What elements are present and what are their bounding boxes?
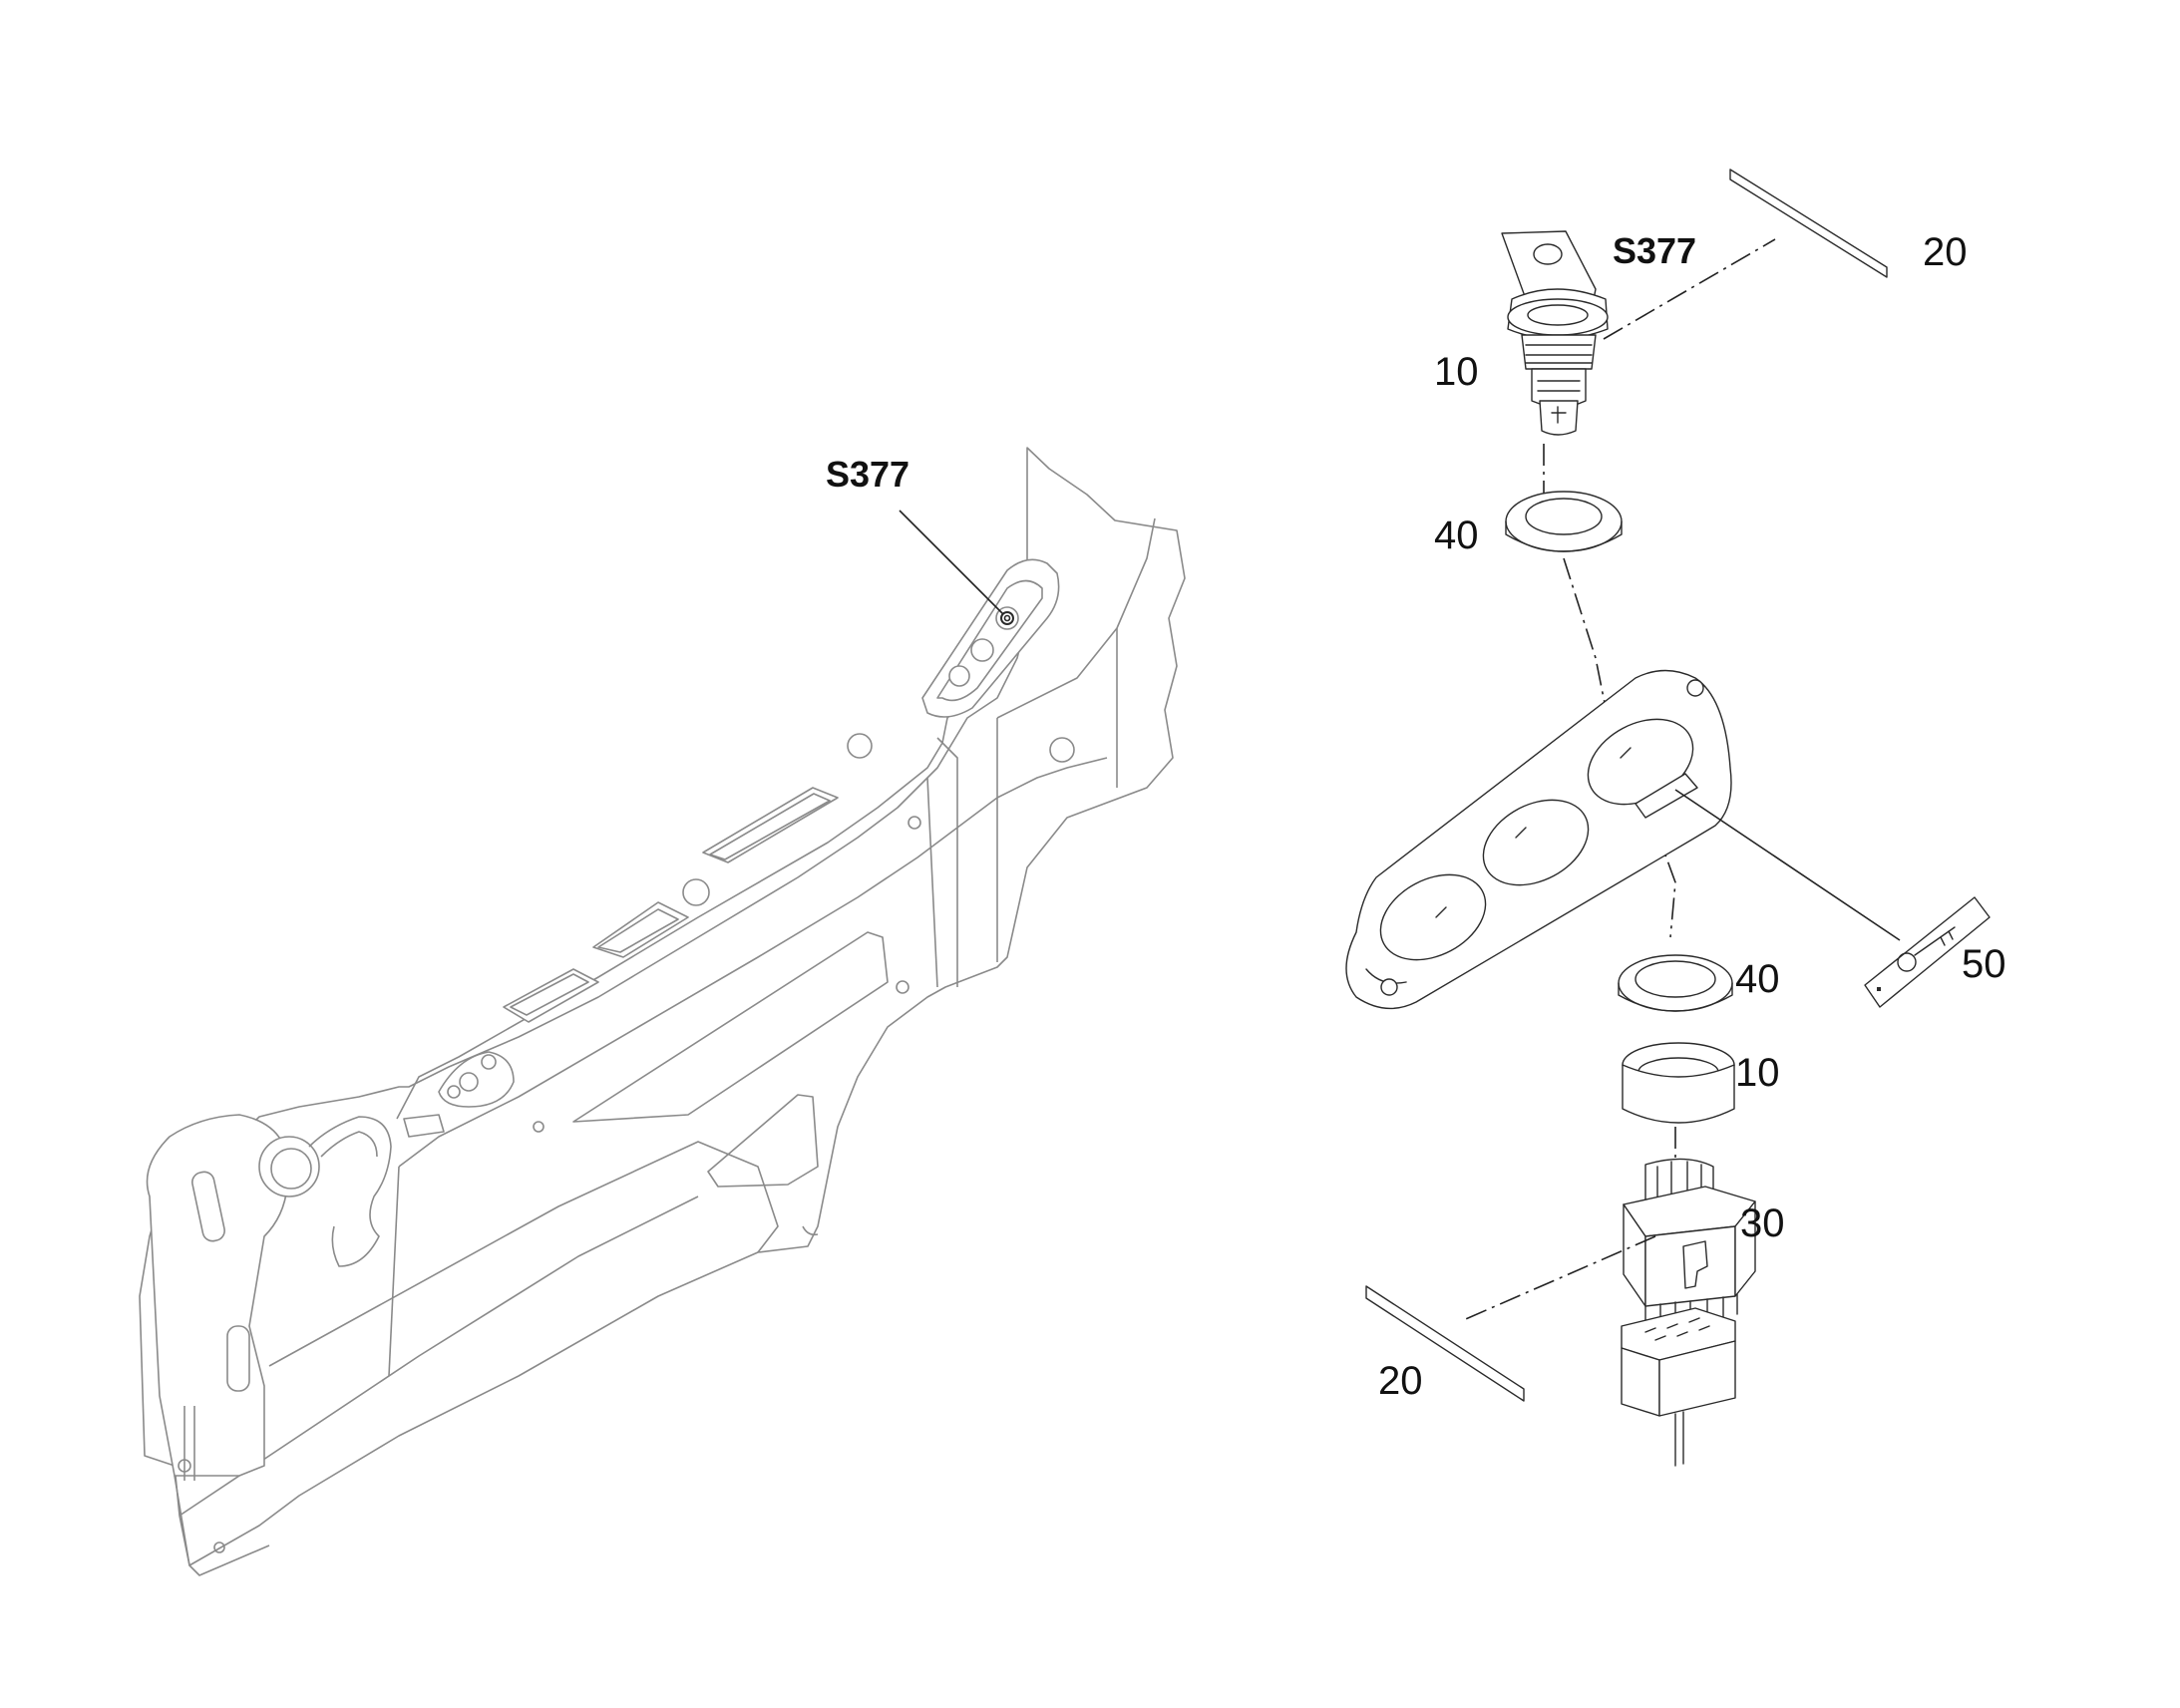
item-40-top-label: 40 (1434, 513, 1479, 557)
item-40-bottom-label: 40 (1735, 957, 1780, 1001)
key-symbol-label (1864, 896, 1991, 1008)
item-30-label: 30 (1740, 1201, 1785, 1245)
item-10-cap-label: 10 (1735, 1051, 1780, 1095)
item-20-top-label: 20 (1923, 230, 1968, 274)
connector-block (1621, 1307, 1736, 1467)
key-switch (1501, 230, 1609, 436)
key-switch-tag: S377 (1613, 230, 1696, 271)
assembly-tag-leader (899, 510, 1004, 615)
mounting-plate (1345, 669, 1732, 1010)
item-10-key-switch-label: 10 (1434, 350, 1479, 394)
assembly-switch-tag: S377 (826, 454, 909, 495)
separator-strip-top (1729, 169, 1888, 278)
console-assembly-drawing (139, 447, 1186, 1576)
collar-cap (1622, 1042, 1735, 1124)
item-50-label: 50 (1962, 942, 2006, 986)
contact-block (1623, 1158, 1756, 1329)
ring-nut-bottom (1618, 954, 1733, 1012)
ring-nut-top (1505, 491, 1623, 552)
separator-strip-bottom (1365, 1285, 1525, 1402)
item-20-bottom-label: 20 (1378, 1359, 1423, 1403)
